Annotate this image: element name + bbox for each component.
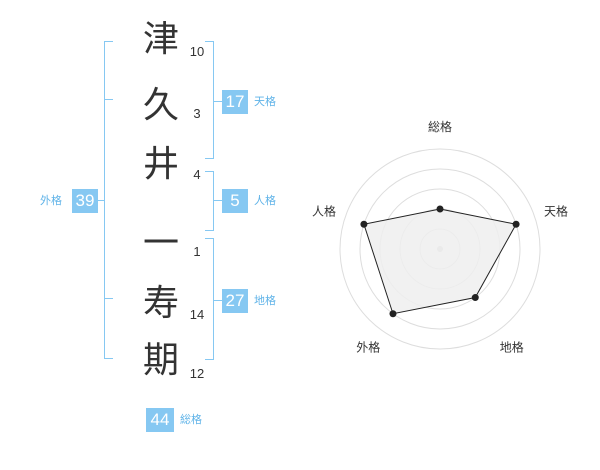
gaikaku-bracket-inner-tick-2 — [104, 298, 113, 299]
chikaku-bracket — [205, 238, 214, 360]
tenkaku-bracket — [205, 41, 214, 159]
jinkaku-bracket-tick — [214, 200, 222, 201]
radar-axis-label-4: 外格 — [356, 340, 380, 355]
radar-axis-label-2: 天格 — [544, 203, 568, 218]
radar-axis-label-3: 地格 — [500, 340, 524, 355]
radar-axis-label-1: 総格 — [428, 119, 452, 134]
jinkaku-bracket — [205, 171, 214, 231]
stroke-count-4: 1 — [193, 244, 201, 259]
name-char-5: 寿 — [142, 283, 179, 324]
name-char-6: 期 — [142, 340, 179, 381]
gaikaku-value: 39 — [72, 189, 98, 213]
gaikaku-bracket-tick — [98, 200, 104, 201]
name-char-4: 一 — [142, 223, 179, 264]
jinkaku-label: 人格 — [254, 194, 276, 207]
chikaku-value: 27 — [222, 289, 248, 313]
tenkaku-label: 天格 — [254, 95, 276, 108]
radar-point-1 — [436, 205, 444, 213]
soukaku-label: 総格 — [180, 413, 202, 426]
gaikaku-bracket-inner-tick-1 — [104, 99, 113, 100]
name-char-1: 津 — [142, 19, 179, 60]
stroke-count-6: 12 — [189, 366, 205, 381]
radar-grid-ring-5 — [339, 148, 541, 350]
radar-axis-label-5: 人格 — [312, 203, 336, 218]
stroke-count-3: 4 — [193, 167, 201, 182]
gaikaku-bracket — [104, 41, 113, 359]
radar-value-polygon — [363, 208, 517, 315]
tenkaku-value: 17 — [222, 90, 248, 114]
stroke-count-5: 14 — [189, 307, 205, 322]
radar-point-2 — [512, 220, 520, 228]
chikaku-label: 地格 — [254, 294, 276, 307]
tenkaku-bracket-tick — [214, 101, 222, 102]
stroke-count-2: 3 — [193, 106, 201, 121]
name-char-3: 井 — [142, 144, 179, 185]
radar-grid-ring-4 — [359, 168, 521, 330]
gaikaku-label: 外格 — [40, 194, 62, 207]
name-char-2: 久 — [142, 85, 179, 126]
soukaku-value: 44 — [146, 408, 174, 432]
stroke-count-1: 10 — [189, 44, 205, 59]
radar-point-5 — [360, 220, 368, 228]
jinkaku-value: 5 — [222, 189, 248, 213]
radar-point-4 — [389, 310, 397, 318]
radar-point-3 — [471, 294, 479, 302]
chikaku-bracket-tick — [214, 300, 222, 301]
